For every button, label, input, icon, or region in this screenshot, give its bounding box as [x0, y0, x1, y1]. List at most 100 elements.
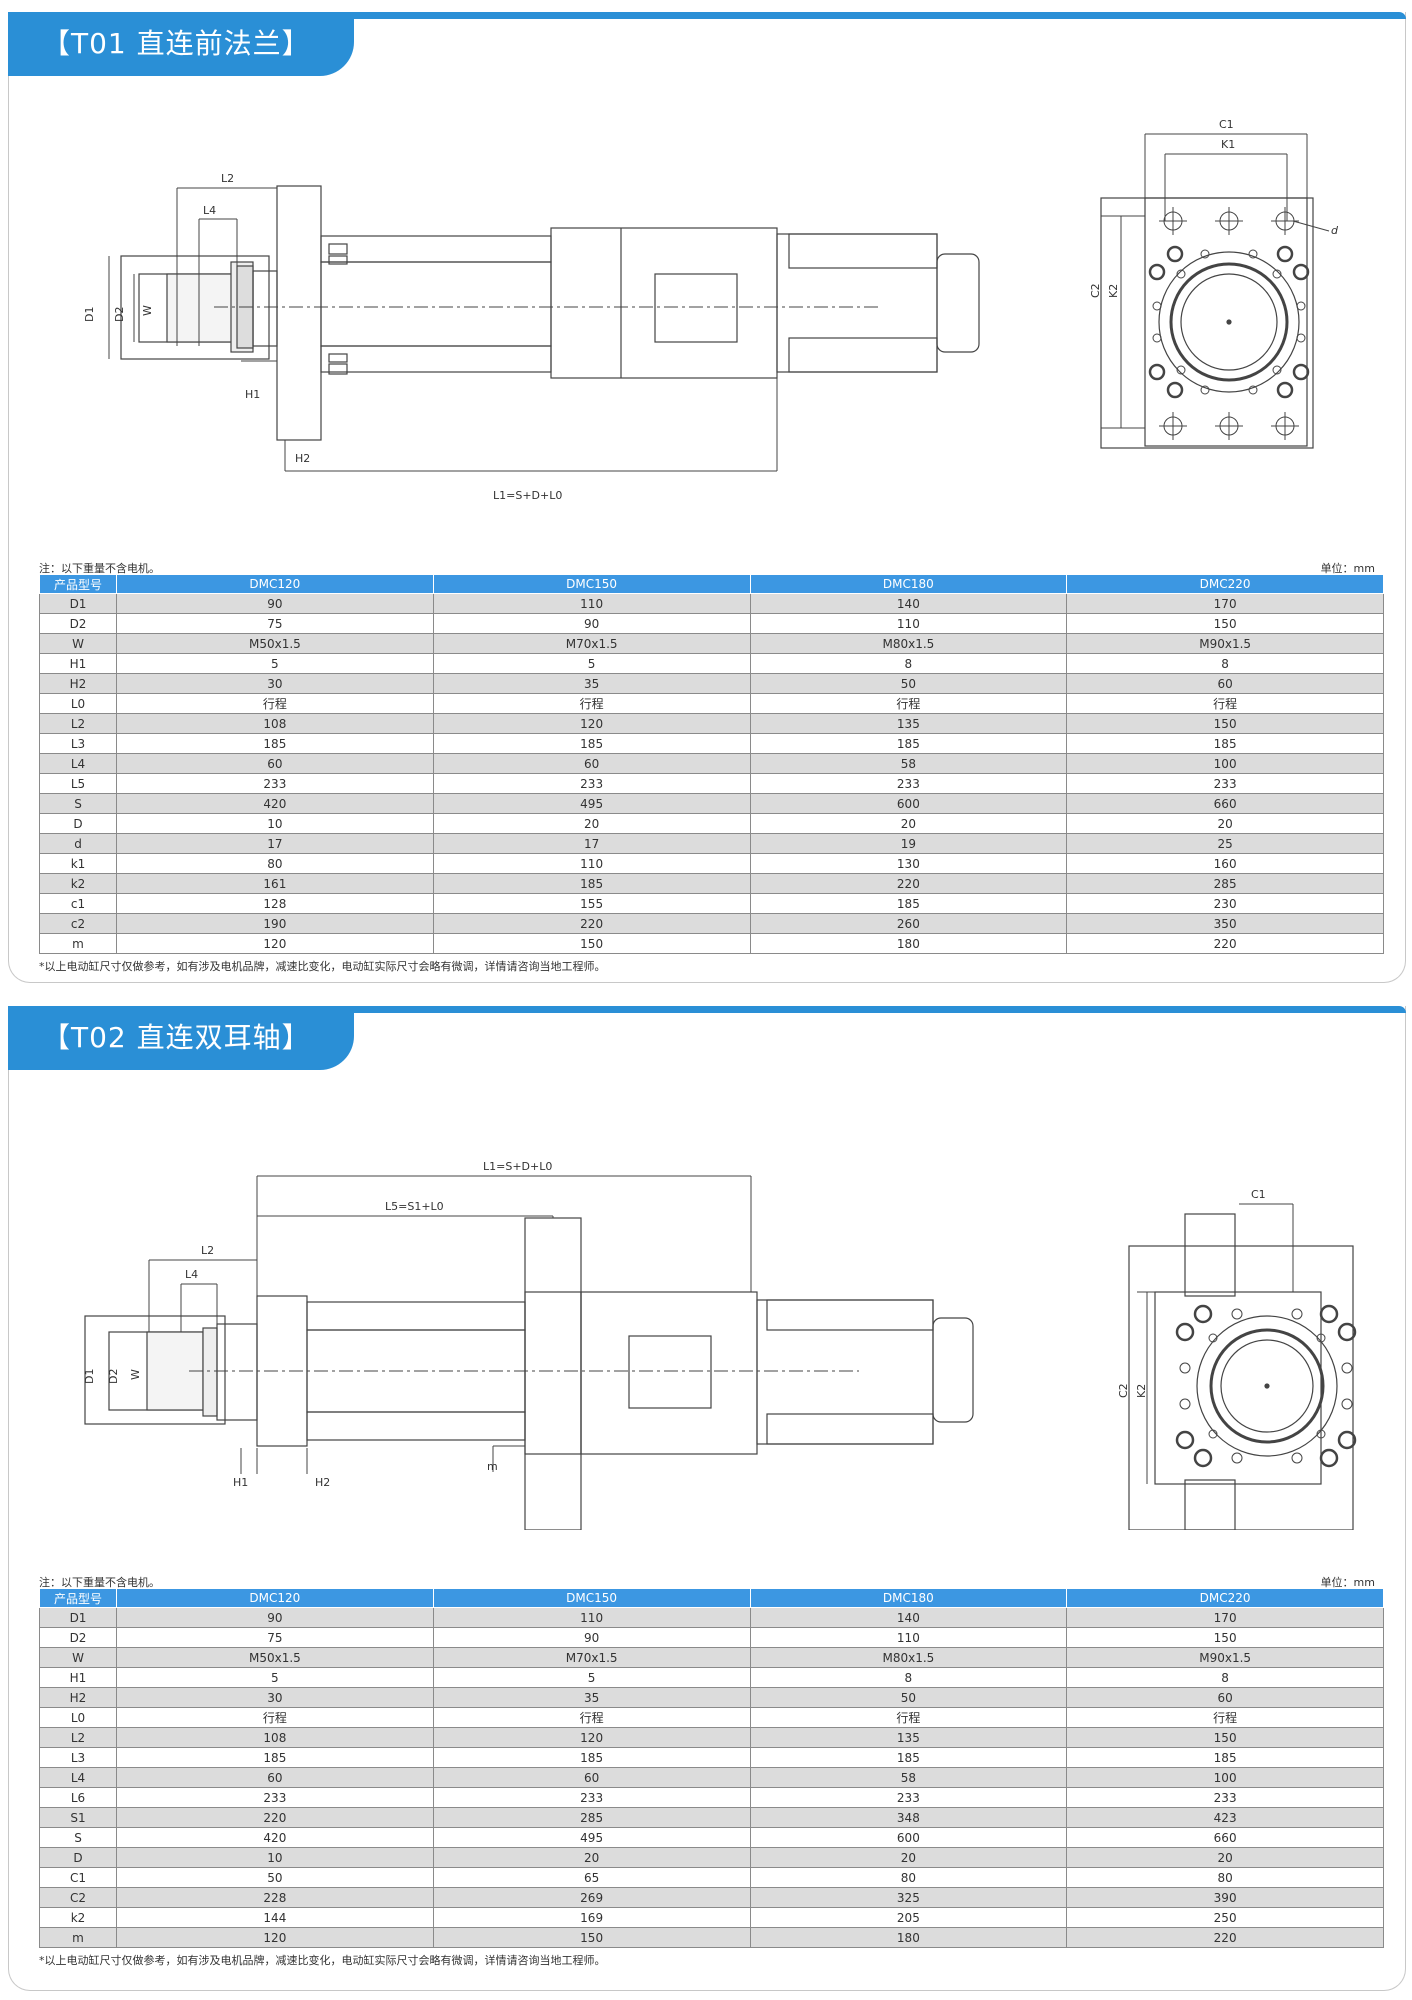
drawing-t01: L2 L4 D1 D2 W H1 H2 L1=S+D+L0 C1 K1 C2 K…	[83, 118, 1339, 502]
row-parameter: k2	[39, 1907, 117, 1928]
table-cell: 8	[1066, 653, 1384, 674]
section-top-bar	[8, 12, 1406, 19]
row-parameter: k2	[39, 873, 117, 894]
header-product-model: 产品型号	[39, 574, 117, 594]
table-cell: 60	[1066, 1687, 1384, 1708]
table-cell: 19	[749, 833, 1068, 854]
dim-k2: K2	[1107, 284, 1120, 298]
table-cell: 60	[432, 753, 751, 774]
front-view-plate	[1100, 197, 1314, 449]
row-parameter: L6	[39, 1787, 117, 1808]
table-cell: 140	[749, 593, 1068, 614]
header-model: DMC220	[1066, 574, 1384, 594]
table-cell: 30	[116, 1687, 434, 1708]
dim-d2: D2	[113, 307, 126, 322]
table-cell: 260	[749, 913, 1068, 934]
row-parameter: W	[39, 1647, 117, 1668]
table-cell: 128	[116, 893, 434, 914]
dim-d1: D1	[83, 307, 96, 322]
footnote: *以上电动缸尺寸仅做参考，如有涉及电机品牌，减速比变化，电动缸实际尺寸会略有微调…	[39, 960, 606, 973]
table-cell: 90	[432, 613, 751, 634]
table-cell: 495	[432, 793, 751, 814]
dim-l1: L1=S+D+L0	[493, 489, 562, 502]
dim-h2: H2	[315, 1476, 330, 1489]
table-cell: 144	[116, 1907, 434, 1928]
table-cell: 90	[116, 1607, 434, 1628]
table-cell: 185	[1066, 1747, 1384, 1768]
table-cell: 150	[432, 933, 751, 954]
section-top-bar	[8, 1006, 1406, 1013]
table-cell: 135	[749, 713, 1068, 734]
table-cell: 220	[749, 873, 1068, 894]
section-title: 【T02 直连双耳轴】	[42, 1021, 311, 1054]
table-cell: 420	[116, 1827, 434, 1848]
header-model: DMC220	[1066, 1588, 1384, 1608]
table-cell: 20	[432, 1847, 751, 1868]
table-cell: 423	[1066, 1807, 1384, 1828]
row-parameter: H2	[39, 1687, 117, 1708]
table-cell: 348	[749, 1807, 1068, 1828]
row-parameter: D1	[39, 593, 117, 614]
table-cell: M70x1.5	[432, 633, 751, 654]
row-parameter: c1	[39, 893, 117, 914]
row-parameter: m	[39, 933, 117, 954]
dim-c2: C2	[1089, 283, 1102, 298]
dim-c2: C2	[1117, 1383, 1130, 1398]
row-parameter: C1	[39, 1867, 117, 1888]
table-cell: 150	[1066, 1727, 1384, 1748]
row-parameter: c2	[39, 913, 117, 934]
trunnion	[524, 1217, 582, 1530]
table-cell: 20	[1066, 1847, 1384, 1868]
unit-note: 单位：mm	[1320, 562, 1375, 575]
table-cell: 495	[432, 1827, 751, 1848]
table-cell: 233	[1066, 1787, 1384, 1808]
row-parameter: D2	[39, 1627, 117, 1648]
table-cell: 60	[116, 753, 434, 774]
table-cell: 80	[749, 1867, 1068, 1888]
table-cell: 75	[116, 613, 434, 634]
table-cell: 233	[432, 1787, 751, 1808]
table-cell: 230	[1066, 893, 1384, 914]
table-cell: 135	[749, 1727, 1068, 1748]
table-cell: 20	[1066, 813, 1384, 834]
table-cell: 120	[432, 713, 751, 734]
table-cell: 行程	[749, 1707, 1068, 1728]
table-cell: 20	[749, 813, 1068, 834]
row-parameter: D2	[39, 613, 117, 634]
table-cell: 390	[1066, 1887, 1384, 1908]
section-t01: 【T01 直连前法兰】	[8, 12, 1406, 983]
header-product-model: 产品型号	[39, 1588, 117, 1608]
dim-l4: L4	[203, 204, 216, 217]
table-cell: 行程	[1066, 693, 1384, 714]
table-cell: 220	[116, 1807, 434, 1828]
dim-h1: H1	[233, 1476, 248, 1489]
table-cell: 80	[1066, 1867, 1384, 1888]
dim-k1: K1	[1221, 138, 1235, 151]
table-cell: 185	[749, 733, 1068, 754]
table-cell: 233	[432, 773, 751, 794]
row-parameter: W	[39, 633, 117, 654]
table-cell: 75	[116, 1627, 434, 1648]
table-cell: 10	[116, 1847, 434, 1868]
table-cell: 185	[116, 1747, 434, 1768]
dim-l2: L2	[221, 172, 234, 185]
row-parameter: S	[39, 793, 117, 814]
table-cell: M50x1.5	[116, 1647, 434, 1668]
drawing-t02: L1=S+D+L0 L5=S1+L0 L2 L4 D1 D2 W H1 H2 m…	[83, 1160, 1357, 1530]
table-cell: 325	[749, 1887, 1068, 1908]
table-cell: 行程	[116, 693, 434, 714]
table-cell: 155	[432, 893, 751, 914]
dim-c1: C1	[1219, 118, 1234, 131]
